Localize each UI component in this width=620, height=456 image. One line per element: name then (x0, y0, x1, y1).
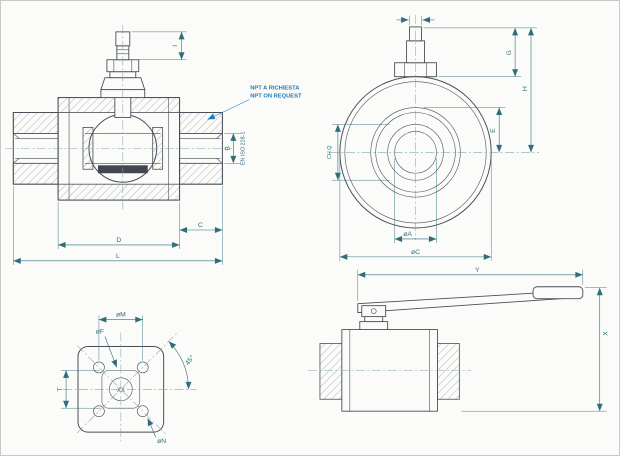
bolt-hole (136, 405, 149, 417)
dim-label-dia-c: øC (411, 249, 420, 256)
dim-label-dia-n: øN (157, 438, 166, 445)
dim-Y: Y (357, 267, 584, 301)
handle-mount (361, 305, 387, 318)
note-line-1: NPT A RICHIESTA (250, 86, 300, 92)
front-section-view: I NPT A RICHIESTA NPT ON REQUEST B EN IS… (5, 24, 302, 265)
dim-X: X (461, 287, 610, 412)
center-mark-label: XX (117, 388, 125, 394)
bolt-hole (136, 361, 149, 374)
dim-label-g: G (506, 50, 513, 55)
dim-label-dia-f: øF (96, 329, 104, 336)
bolt-hole (93, 405, 105, 417)
left-end-cap (319, 343, 343, 400)
dim-E: E (423, 107, 506, 153)
handle-bolt (370, 308, 377, 314)
dim-stem-width (396, 15, 435, 25)
thread-spec-label: EN ISO 228-1 (240, 132, 246, 165)
dim-H: H (522, 27, 535, 153)
dim-label-e: E (490, 128, 497, 133)
handle-view: Y X (308, 267, 610, 412)
npt-note: NPT A RICHIESTA NPT ON REQUEST (207, 86, 302, 120)
dim-label-h: H (522, 86, 529, 91)
dim-label-i: I (172, 45, 179, 47)
dim-label-chq: CH.Q (327, 146, 333, 159)
side-view: G H E CH.Q øA (327, 14, 539, 261)
dim-G: G (423, 27, 537, 77)
dim-A: øA (394, 158, 437, 243)
dim-C: C (179, 186, 223, 265)
dim-CHQ: CH.Q (327, 124, 390, 181)
right-port (179, 112, 223, 185)
dim-angle-45: 45° (168, 341, 197, 390)
bottom-flange-view: XX øM øF 45° T øN (57, 312, 197, 445)
dim-B: B EN ISO 228-1 (224, 132, 246, 165)
bolt-hole (93, 361, 105, 374)
dim-N: øN (147, 418, 166, 445)
dim-label-dia-m: øM (116, 312, 126, 319)
handle-grip (532, 286, 584, 300)
dim-D: D (57, 202, 180, 249)
dim-M: øM (98, 312, 143, 361)
dim-label-x: X (603, 331, 610, 336)
dim-I: I (130, 31, 187, 60)
dim-label-t: T (57, 387, 64, 391)
dim-label-l: L (116, 253, 120, 260)
dim-label-d: D (116, 237, 121, 244)
dim-label-angle: 45° (184, 353, 197, 366)
dim-F: øF (96, 329, 118, 368)
dim-diaC: øC (339, 158, 492, 261)
note-line-2: NPT ON REQUEST (250, 94, 302, 100)
right-end-cap (437, 343, 460, 400)
dim-T: T (57, 370, 100, 409)
dim-label-b: B (224, 146, 231, 151)
dim-L: L (13, 186, 223, 265)
dim-label-c: C (198, 222, 203, 229)
dim-label-y: Y (475, 267, 480, 274)
dim-label-dia-a: øA (403, 231, 412, 238)
